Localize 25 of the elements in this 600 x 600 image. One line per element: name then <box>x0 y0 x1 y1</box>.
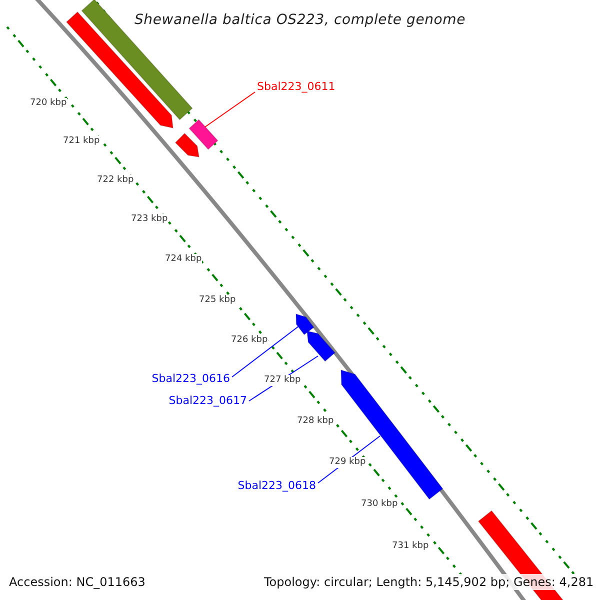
tick-label: 731 kbp <box>392 541 429 552</box>
tick-label: 722 kbp <box>97 175 134 186</box>
gene-label: Sbal223_0618 <box>238 479 316 492</box>
gene-label: Sbal223_0617 <box>168 394 247 407</box>
tick-label: 721 kbp <box>63 136 100 147</box>
tick-label: 724 kbp <box>165 254 202 265</box>
gene-label: Sbal223_0611 <box>257 80 336 93</box>
gene-block-pointed <box>174 132 200 158</box>
tick-label: 723 kbp <box>131 214 168 225</box>
tick-label: 728 kbp <box>297 416 334 427</box>
tick-label: 730 kbp <box>361 499 398 510</box>
gene-block <box>188 118 218 150</box>
gene-block-pointed <box>295 313 314 336</box>
leader-line <box>204 92 256 128</box>
tick-label: 725 kbp <box>199 295 236 306</box>
gene-block-pointed <box>306 330 336 362</box>
leader-line <box>232 326 300 378</box>
tick-label: 727 kbp <box>264 375 301 386</box>
tick-label: 726 kbp <box>231 335 268 346</box>
tick-label: 720 kbp <box>30 98 67 109</box>
accession-text: Accession: NC_011663 <box>7 574 148 590</box>
genome-info-text: Topology: circular; Length: 5,145,902 bp; Genes: 4,281 <box>262 574 596 590</box>
diagram-title: Shewanella baltica OS223, complete genome <box>134 12 466 28</box>
gene-label: Sbal223_0616 <box>152 372 230 385</box>
tick-label: 729 kbp <box>329 457 366 468</box>
